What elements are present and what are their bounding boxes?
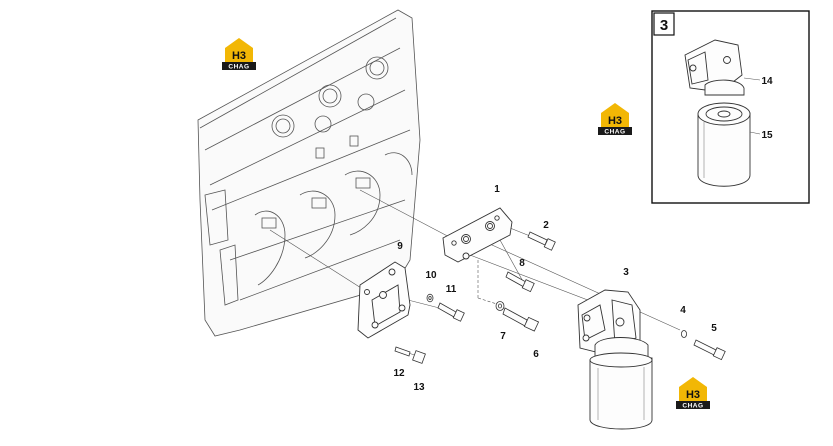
logo-house-icon [601,103,629,127]
callout-9: 9 [397,241,403,252]
inset-detail-box: 3 [651,10,810,204]
adapter-plate [442,207,513,263]
mounting-bracket [357,261,411,339]
fasteners [394,231,726,364]
callout-10: 10 [425,270,437,281]
logo-house-icon [225,38,253,62]
filter-head-assembly [577,289,649,361]
logo-caption: CHAG [682,403,703,410]
inset-filter-canister [697,102,751,187]
callout-2: 2 [543,220,549,231]
inset-number: 3 [660,17,668,34]
logo-watermark-3: H3 CHAG [676,377,710,410]
logo-watermark-2: H3 CHAG [598,103,632,136]
callout-12: 12 [393,368,405,379]
logo-mark: H3 [232,50,246,62]
filter-canister-main [589,352,653,430]
callout-6: 6 [533,349,539,360]
callout-5: 5 [711,323,717,334]
callout-11: 11 [446,284,457,295]
callout-4: 4 [680,305,686,316]
logo-house-icon [679,377,707,401]
logo-caption: CHAG [228,64,249,71]
callout-3: 3 [623,267,629,278]
callout-1: 1 [494,184,500,195]
callout-13: 13 [413,382,425,393]
callout-15: 15 [761,130,773,141]
callout-14: 14 [761,76,773,87]
logo-mark: H3 [608,115,622,127]
callout-labels: 1 2 3 4 5 6 7 8 9 10 11 12 13 14 15 [393,76,773,393]
callout-7: 7 [500,331,506,342]
logo-mark: H3 [686,389,700,401]
callout-8: 8 [519,258,525,269]
inset-filter-head [684,39,745,96]
logo-caption: CHAG [604,129,625,136]
logo-watermark-1: H3 CHAG [222,38,256,71]
